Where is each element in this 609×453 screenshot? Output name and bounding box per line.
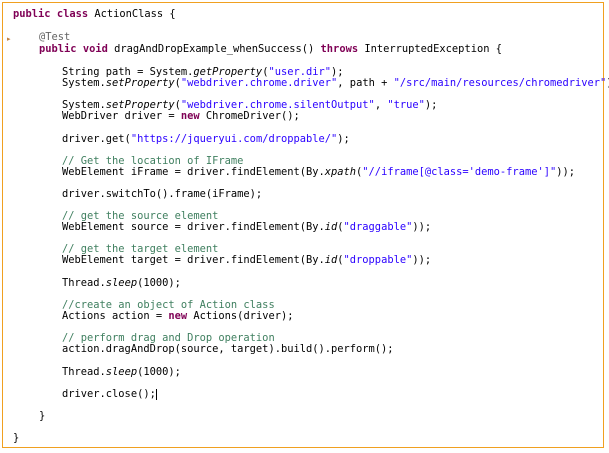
code-token: , path + bbox=[337, 77, 394, 89]
code-token: Thread. bbox=[62, 277, 106, 289]
code-keyword: new bbox=[168, 310, 188, 322]
code-token: ChromeDriver(); bbox=[199, 110, 300, 122]
code-token: dragAndDropExample_whenSuccess() bbox=[107, 43, 321, 55]
code-token: driver.get( bbox=[62, 133, 131, 145]
code-token: ( bbox=[174, 77, 181, 89]
code-token: id bbox=[324, 254, 338, 266]
code-line: driver.close(); bbox=[62, 387, 157, 401]
code-token: Thread. bbox=[62, 366, 106, 378]
code-token: } bbox=[39, 410, 46, 422]
code-line: // Get the location of IFrame bbox=[62, 154, 243, 168]
code-keyword: public bbox=[39, 43, 77, 55]
code-line: System.setProperty("webdriver.chrome.sil… bbox=[62, 98, 437, 112]
code-token: InterruptedException { bbox=[358, 43, 502, 55]
code-token: ); bbox=[606, 77, 609, 89]
code-token: sleep bbox=[105, 277, 138, 289]
code-line: Actions action = new Actions(driver); bbox=[62, 309, 294, 323]
code-string: "webdriver.chrome.silentOutput" bbox=[180, 99, 375, 111]
code-token: Actions(driver); bbox=[187, 310, 294, 322]
code-token: )); bbox=[412, 254, 432, 266]
code-keyword: void bbox=[82, 43, 108, 55]
code-line: public void dragAndDropExample_whenSucce… bbox=[39, 42, 502, 56]
code-line: WebDriver driver = new ChromeDriver(); bbox=[62, 109, 300, 123]
code-line: driver.get("https://jqueryui.com/droppab… bbox=[62, 132, 350, 146]
code-line: System.setProperty("webdriver.chrome.dri… bbox=[62, 76, 609, 90]
override-marker-icon: ▸ bbox=[7, 35, 11, 43]
code-token: sleep bbox=[105, 366, 138, 378]
code-comment: // perform drag and Drop operation bbox=[62, 332, 275, 344]
code-line: } bbox=[39, 409, 45, 423]
code-token: action.dragAndDrop(source, target).build… bbox=[62, 343, 394, 355]
code-line: Thread.sleep(1000); bbox=[62, 276, 181, 290]
code-line: driver.switchTo().frame(iFrame); bbox=[62, 187, 262, 201]
code-token: )); bbox=[412, 221, 432, 233]
code-token: (1000); bbox=[137, 277, 181, 289]
code-token: ); bbox=[424, 99, 438, 111]
code-token: ( bbox=[174, 99, 181, 111]
code-string: "/src/main/resources/chromedriver" bbox=[393, 77, 607, 89]
code-line: WebElement iFrame = driver.findElement(B… bbox=[62, 165, 575, 179]
code-string: "droppable" bbox=[343, 254, 413, 266]
code-token: ); bbox=[337, 133, 350, 145]
code-token: , bbox=[374, 99, 388, 111]
code-token: )); bbox=[556, 166, 576, 178]
code-line: action.dragAndDrop(source, target).build… bbox=[62, 342, 394, 356]
code-keyword: class bbox=[56, 8, 89, 20]
code-token: String path = System. bbox=[62, 66, 194, 78]
code-token: ( bbox=[356, 166, 363, 178]
code-token: ( bbox=[337, 254, 344, 266]
code-token: setProperty bbox=[105, 77, 175, 89]
code-comment: // Get the location of IFrame bbox=[62, 155, 244, 167]
code-token: System. bbox=[62, 99, 106, 111]
code-token: id bbox=[324, 221, 338, 233]
code-line: //create an object of Action class bbox=[62, 298, 275, 312]
code-line: WebElement target = driver.findElement(B… bbox=[62, 253, 431, 267]
code-line: String path = System.getProperty("user.d… bbox=[62, 65, 344, 79]
code-string: "//iframe[@class='demo-frame']" bbox=[362, 166, 557, 178]
code-line: public class ActionClass { bbox=[13, 7, 176, 21]
code-string: "draggable" bbox=[343, 221, 413, 233]
code-token: getProperty bbox=[193, 66, 263, 78]
code-keyword: public bbox=[13, 8, 51, 20]
code-string: "https://jqueryui.com/droppable/" bbox=[130, 133, 338, 145]
code-string: "user.dir" bbox=[268, 66, 332, 78]
code-comment: // get the source element bbox=[62, 210, 219, 222]
code-token: ActionClass { bbox=[88, 8, 176, 20]
code-line: WebElement source = driver.findElement(B… bbox=[62, 220, 431, 234]
code-token: driver.switchTo().frame(iFrame); bbox=[62, 188, 263, 200]
code-token: driver.close(); bbox=[62, 388, 156, 400]
code-token: ); bbox=[331, 66, 344, 78]
code-token: Actions action = bbox=[62, 310, 169, 322]
code-token: (1000); bbox=[137, 366, 181, 378]
code-token: WebDriver driver = bbox=[62, 110, 181, 122]
code-token: WebElement target = driver.findElement(B… bbox=[62, 254, 325, 266]
code-token: ( bbox=[262, 66, 269, 78]
code-line: // perform drag and Drop operation bbox=[62, 331, 275, 345]
code-line: // get the source element bbox=[62, 209, 218, 223]
code-keyword: throws bbox=[320, 43, 359, 55]
code-line: @Test bbox=[39, 30, 70, 44]
code-comment: //create an object of Action class bbox=[62, 299, 275, 311]
code-token: WebElement iFrame = driver.findElement(B… bbox=[62, 166, 325, 178]
text-caret bbox=[155, 388, 157, 400]
code-line: Thread.sleep(1000); bbox=[62, 365, 181, 379]
code-token: setProperty bbox=[105, 99, 175, 111]
code-keyword: new bbox=[180, 110, 200, 122]
code-line: // get the target element bbox=[62, 242, 218, 256]
code-token: @Test bbox=[39, 31, 71, 43]
code-string: "webdriver.chrome.driver" bbox=[180, 77, 338, 89]
code-line: } bbox=[13, 431, 19, 445]
code-token: ( bbox=[337, 221, 344, 233]
code-token: xpath bbox=[324, 166, 357, 178]
code-string: "true" bbox=[387, 99, 425, 111]
code-token: System. bbox=[62, 77, 106, 89]
code-comment: // get the target element bbox=[62, 243, 219, 255]
code-token: } bbox=[13, 432, 20, 444]
code-token: WebElement source = driver.findElement(B… bbox=[62, 221, 325, 233]
